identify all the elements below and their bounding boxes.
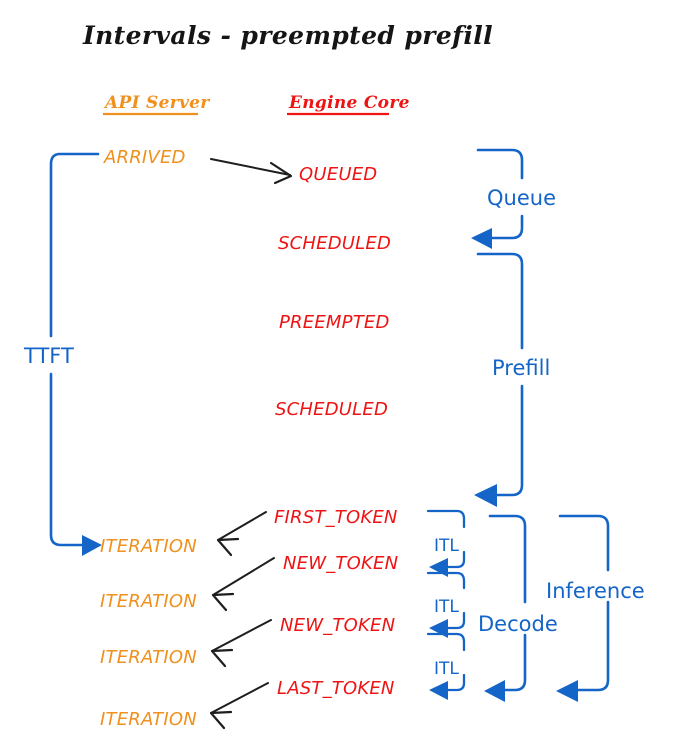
itl-3-arrowhead (429, 681, 448, 700)
arrow-last-token-to-iteration (209, 682, 269, 730)
decode-arrowhead (484, 680, 505, 702)
lane-header-api-server: API Server (103, 93, 210, 113)
interval-bracket-inference (556, 514, 610, 702)
interval-bracket-ttft (49, 152, 102, 556)
event-new-token-2: NEW_TOKEN (280, 615, 395, 636)
event-iteration-3: ITERATION (100, 647, 197, 668)
queue-arrowhead (471, 228, 492, 249)
arrow-new-token-2-to-iteration (210, 619, 272, 668)
event-scheduled-2: SCHEDULED (275, 399, 388, 420)
interval-bracket-decode (484, 514, 527, 702)
interval-label-prefill: Prefill (492, 356, 550, 380)
event-first-token: FIRST_TOKEN (274, 507, 398, 528)
interval-label-inference: Inference (546, 579, 645, 603)
interval-bracket-queue (471, 148, 524, 249)
prefill-arrowhead (474, 484, 497, 507)
page-title: Intervals - preempted prefill (82, 21, 493, 50)
arrow-first-token-to-iteration (216, 511, 267, 557)
event-arrived: ARRIVED (103, 147, 186, 168)
interval-bracket-itl-3 (426, 632, 466, 700)
arrow-arrived-to-queued (210, 158, 293, 185)
event-scheduled-1: SCHEDULED (278, 233, 391, 254)
interval-label-itl-3: ITL (434, 659, 459, 679)
event-new-token-1: NEW_TOKEN (283, 553, 398, 574)
interval-label-queue: Queue (487, 186, 556, 210)
interval-label-ttft: TTFT (23, 344, 74, 368)
interval-label-itl-2: ITL (434, 597, 459, 617)
event-iteration-4: ITERATION (100, 709, 197, 730)
event-last-token: LAST_TOKEN (277, 678, 395, 699)
event-queued: QUEUED (299, 164, 377, 185)
inference-arrowhead (556, 680, 578, 702)
event-iteration-2: ITERATION (100, 591, 197, 612)
event-iteration-1: ITERATION (100, 536, 197, 557)
arrow-new-token-1-to-iteration (211, 557, 275, 612)
event-preempted: PREEMPTED (279, 312, 390, 333)
interval-label-itl-1: ITL (434, 536, 459, 556)
interval-bracket-prefill (474, 252, 524, 507)
lane-header-engine-core: Engine Core (288, 93, 410, 113)
interval-label-decode: Decode (478, 612, 558, 636)
ttft-arrowhead (82, 535, 102, 556)
